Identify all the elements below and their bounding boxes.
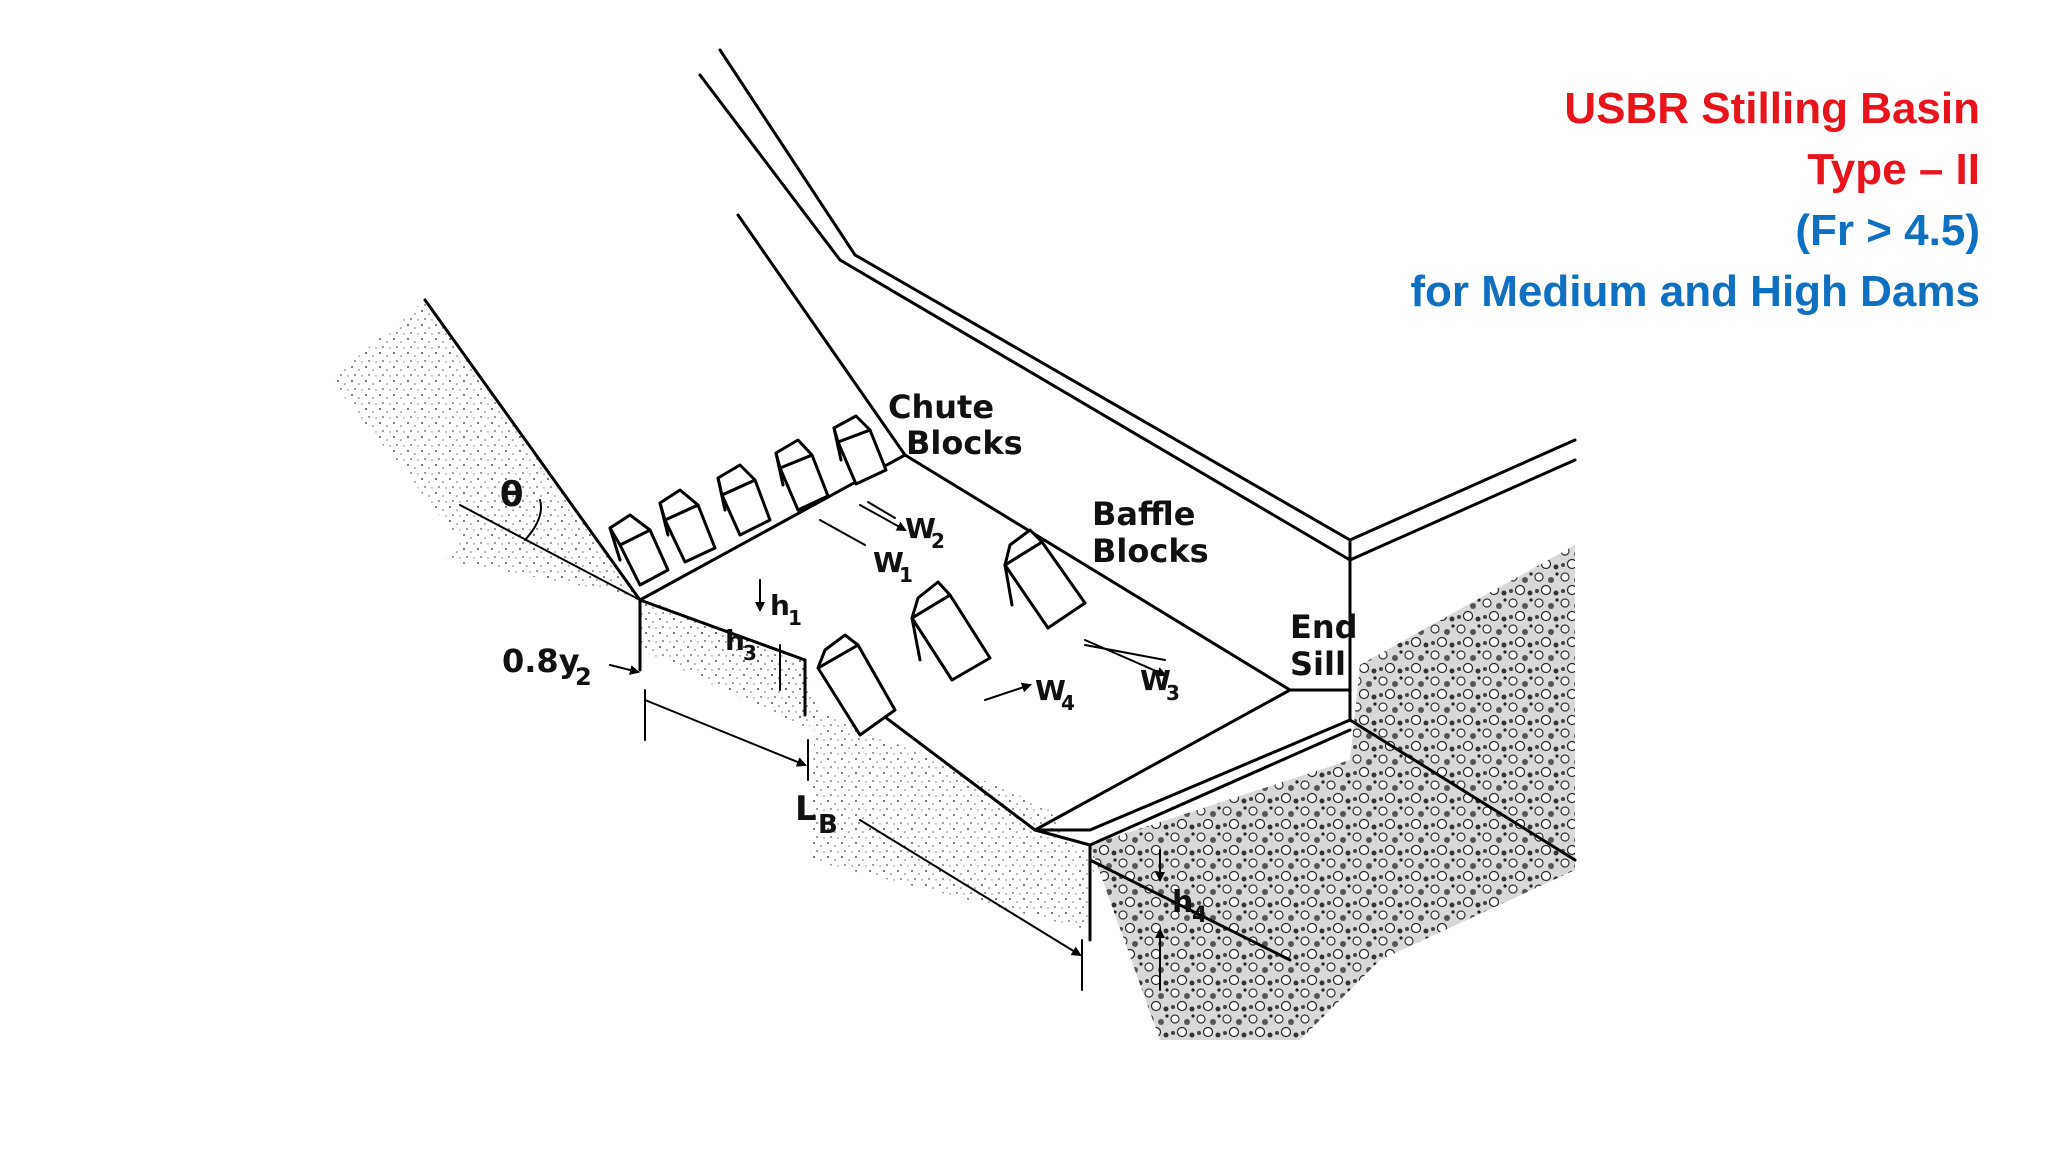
label-w2-sub: 2 (931, 529, 945, 553)
chute-block-2 (658, 488, 717, 564)
chute-block-1 (608, 513, 670, 587)
label-w4-sub: 4 (1061, 691, 1075, 715)
title-line-2: Type – II (1807, 145, 1980, 194)
label-w4: W (1035, 674, 1066, 707)
left-bank-section (330, 300, 640, 598)
chute-block-4 (774, 438, 830, 512)
chute-block-3 (716, 463, 772, 537)
label-theta: θ (500, 475, 523, 515)
label-w3: W (1140, 664, 1171, 697)
label-h3: h (725, 624, 745, 657)
label-h1: h (770, 589, 790, 622)
label-baffle-2: Blocks (1092, 532, 1209, 570)
label-y2: 0.8y (502, 642, 580, 680)
dimension-lines (459, 499, 1167, 991)
title-line-1: USBR Stilling Basin (1564, 84, 1980, 133)
label-h4: h (1172, 885, 1193, 920)
label-chute-2: Blocks (906, 424, 1023, 462)
slide-title: USBR Stilling Basin Type – II (Fr > 4.5)… (1410, 78, 1980, 322)
label-end-sill-2: Sill (1290, 645, 1346, 683)
label-lb-sub: B (818, 810, 838, 840)
downstream-riprap (1090, 545, 1575, 1040)
baffle-block-1 (816, 633, 897, 737)
label-end-sill-1: End (1290, 608, 1358, 646)
chute-block-5 (832, 414, 888, 486)
label-lb: L (795, 789, 817, 829)
label-w1-sub: 1 (899, 563, 913, 587)
title-line-3: (Fr > 4.5) (1795, 206, 1980, 255)
label-w2: W (905, 512, 936, 545)
label-baffle-1: Baffle (1092, 495, 1195, 533)
label-h3-sub: 3 (743, 641, 757, 665)
baffle-block-3 (1003, 528, 1087, 630)
basin-cross-section (640, 598, 1095, 930)
label-chute-1: Chute (888, 388, 994, 426)
label-h4-sub: 4 (1192, 903, 1207, 928)
baffle-blocks (816, 528, 1087, 737)
label-h1-sub: 1 (788, 606, 802, 630)
chute-blocks (608, 414, 888, 587)
label-w3-sub: 3 (1166, 681, 1180, 705)
baffle-block-2 (910, 580, 992, 682)
title-line-4: for Medium and High Dams (1410, 267, 1980, 316)
diagram-labels: Chute Blocks Baffle Blocks End Sill θ W … (500, 388, 1358, 928)
label-y2-sub: 2 (575, 663, 592, 691)
label-w1: W (873, 546, 904, 579)
